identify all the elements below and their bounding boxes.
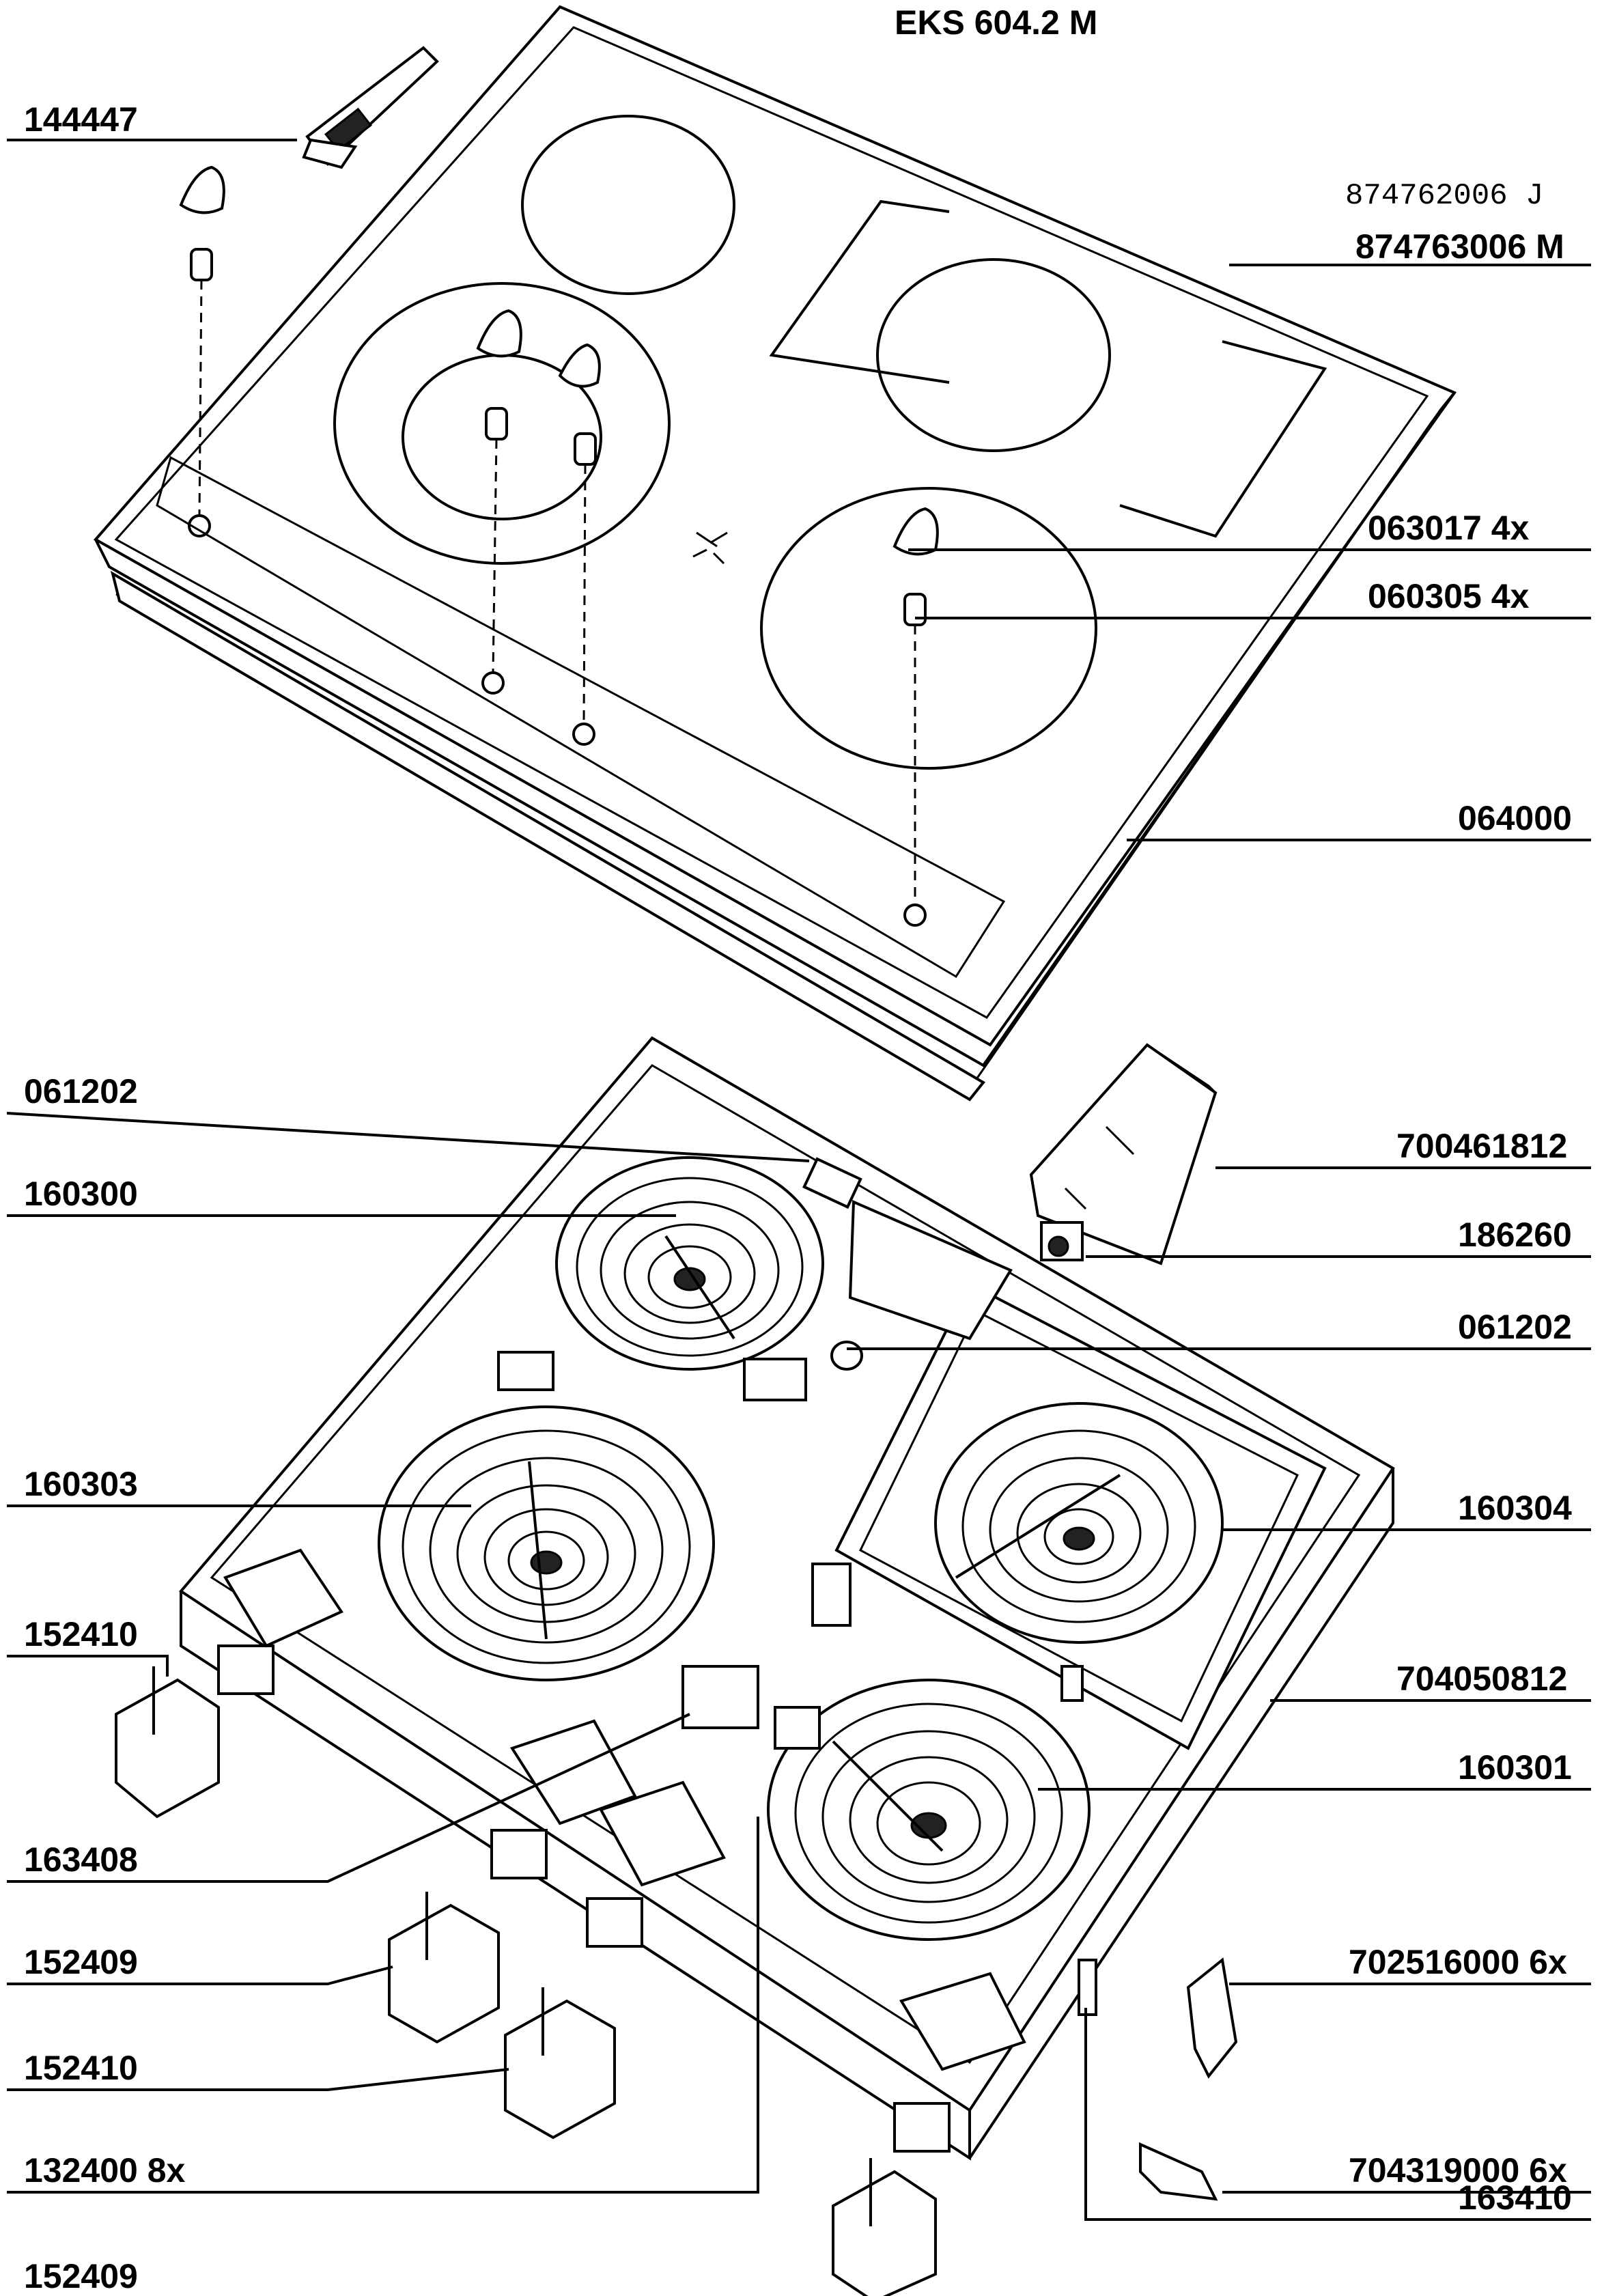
heating-element-160303 — [378, 1405, 715, 1681]
label-152410-upper: 152410 — [24, 1615, 138, 1653]
control-knob-icon — [476, 309, 522, 358]
label-152409-upper: 152409 — [24, 1943, 138, 1981]
terminal-block — [774, 1706, 821, 1750]
energy-regulator-152409a — [388, 1892, 500, 2044]
cooking-zone-front-left-outer — [333, 282, 671, 565]
switch-part-144447 — [302, 46, 439, 169]
bracket — [848, 1199, 1013, 1341]
clip — [1060, 1665, 1084, 1702]
energy-regulator-152409b — [832, 2158, 937, 2296]
cooking-zone-front-right — [760, 487, 1097, 770]
connector-061202 — [802, 1157, 862, 1209]
glass-ceramic-top — [93, 5, 1457, 1102]
center-mark — [692, 531, 728, 565]
knob-shaft — [903, 593, 927, 626]
label-160301: 160301 — [1458, 1748, 1572, 1787]
label-060305: 060305 4x — [1368, 577, 1530, 615]
control-knob-icon — [179, 165, 225, 214]
heating-element-160300 — [555, 1156, 824, 1371]
energy-regulator-152410a — [115, 1666, 220, 1819]
model-number-m: 874763006 M — [1355, 227, 1564, 266]
label-063017: 063017 4x — [1368, 509, 1530, 547]
knob-shaft — [485, 407, 508, 440]
heating-element-160304 — [834, 1282, 1327, 1750]
terminal-cover-700461812 — [1029, 1043, 1218, 1265]
label-064000: 064000 — [1458, 799, 1572, 837]
label-061202-lower: 061202 — [1458, 1308, 1572, 1346]
terminal-block-163408 — [681, 1665, 759, 1729]
terminal-block — [497, 1351, 554, 1391]
knob-shaft — [574, 432, 597, 466]
terminal-block — [743, 1358, 807, 1401]
control-knobs — [179, 165, 939, 905]
connector-061202b — [830, 1341, 863, 1371]
clips — [1139, 1957, 1238, 2201]
label-186260: 186260 — [1458, 1216, 1572, 1254]
diagram-title: EKS 604.2 M — [895, 3, 1097, 42]
energy-regulators — [115, 1666, 937, 2296]
cooktop-glass-plate — [93, 5, 1457, 1047]
energy-regulator-152410b — [504, 1987, 616, 2140]
label-704319000: 704319000 6x — [1349, 2151, 1567, 2189]
part-labels: 144447 063017 4x 060305 4x 064000 061202… — [24, 100, 1572, 2295]
label-160304: 160304 — [1458, 1489, 1572, 1527]
label-700461812: 700461812 — [1396, 1127, 1567, 1165]
terminal-block — [811, 1563, 852, 1627]
leader-lines — [6, 139, 1591, 2221]
burner-tray — [179, 1036, 1395, 2161]
knob-shaft — [190, 248, 213, 281]
label-152409-lower: 152409 — [24, 2257, 138, 2295]
fuse-186260 — [1040, 1221, 1084, 1261]
tray-components — [223, 1157, 1097, 2071]
knob-hole — [572, 723, 595, 746]
control-knob-icon — [892, 507, 939, 556]
control-knob-icon — [558, 343, 601, 388]
model-number-j: 874762006 J — [1345, 179, 1543, 213]
label-160300: 160300 — [24, 1175, 138, 1213]
label-061202-upper: 061202 — [24, 1072, 138, 1110]
label-702516000: 702516000 6x — [1349, 1943, 1567, 1981]
label-132400: 132400 8x — [24, 2151, 186, 2189]
cooking-zone-rear-left — [521, 115, 735, 295]
heating-element-160301 — [767, 1679, 1091, 1941]
label-152410-lower: 152410 — [24, 2049, 138, 2087]
label-144447: 144447 — [24, 100, 138, 139]
heating-elements — [378, 1156, 1327, 1941]
label-163408: 163408 — [24, 1840, 138, 1879]
label-160303: 160303 — [24, 1465, 138, 1503]
cooking-zone-rear-right — [876, 258, 1111, 452]
clip-163410 — [1078, 1959, 1097, 2016]
label-704050812: 704050812 — [1396, 1660, 1567, 1698]
label-163410: 163410 — [1458, 2179, 1572, 2217]
